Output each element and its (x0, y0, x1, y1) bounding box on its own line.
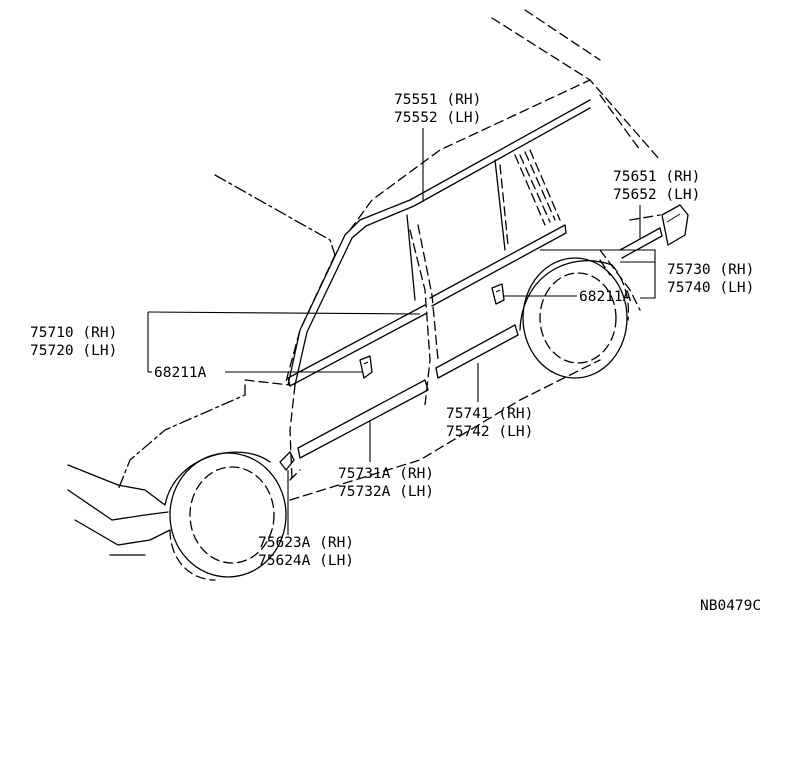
front-wheel (164, 451, 287, 581)
leader-lines (147, 128, 656, 535)
part-75551-roof-moulding (287, 99, 591, 386)
label-75624a: 75624A (LH) (258, 553, 354, 569)
label-75740: 75740 (LH) (667, 280, 754, 296)
label-75731a: 75731A (RH) (338, 466, 434, 482)
part-75730-belt-moulding-rear (429, 224, 567, 307)
label-75552: 75552 (LH) (394, 110, 481, 126)
part-75651-quarter-moulding (619, 204, 689, 259)
car-body-outline (67, 9, 661, 556)
clip-68211a-right (491, 283, 505, 305)
label-75651: 75651 (RH) (613, 169, 700, 185)
part-75710-belt-moulding-front (287, 304, 428, 387)
label-75623a: 75623A (RH) (258, 535, 354, 551)
callout-labels: 75551 (RH) 75552 (LH) 75651 (RH) 75652 (… (30, 92, 761, 614)
part-75741-door-moulding-rear (435, 324, 519, 379)
label-75730: 75730 (RH) (667, 262, 754, 278)
rear-wheel (519, 257, 630, 379)
clip-68211a-left (359, 355, 373, 379)
label-75710: 75710 (RH) (30, 325, 117, 341)
label-75652: 75652 (LH) (613, 187, 700, 203)
part-75623a-fender-moulding (279, 451, 295, 471)
label-75741: 75741 (RH) (446, 406, 533, 422)
label-75742: 75742 (LH) (446, 424, 533, 440)
drawing-code: NB0479C (700, 598, 761, 614)
label-75720: 75720 (LH) (30, 343, 117, 359)
label-75551: 75551 (RH) (394, 92, 481, 108)
part-75731a-door-moulding-front (297, 379, 429, 459)
label-68211a-left: 68211A (154, 365, 207, 381)
label-68211a-right: 68211A (579, 289, 632, 305)
rear-pillar-hatch (514, 149, 561, 226)
label-75732a: 75732A (LH) (338, 484, 434, 500)
